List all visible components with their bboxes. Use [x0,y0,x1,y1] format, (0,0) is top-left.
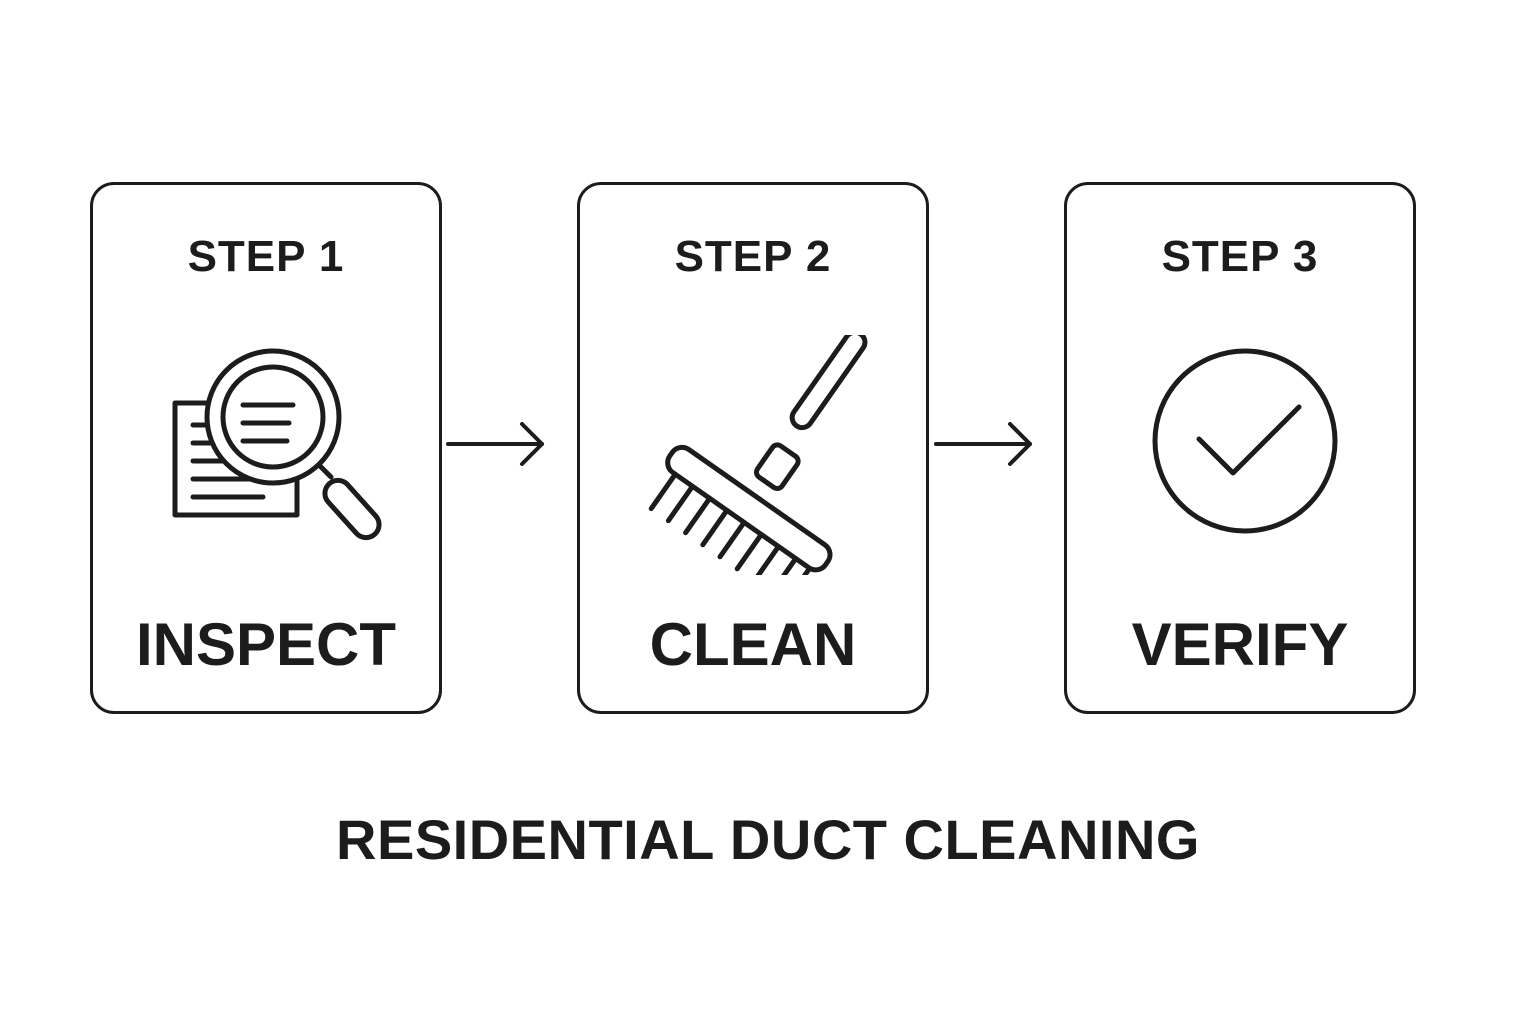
checkmark-circle-icon [1152,348,1338,534]
step-number-label: STEP 2 [674,232,832,281]
brush-icon [648,335,868,575]
step-name-label: INSPECT [135,611,397,678]
magnifier-document-icon [172,348,382,541]
step-card-inspect: STEP 1 INSPECT [90,182,442,714]
diagram-caption: RESIDENTIAL DUCT CLEANING [336,808,1200,871]
step-number-label: STEP 3 [1161,232,1319,281]
step-name-label: VERIFY [1131,611,1349,678]
arrow-right-icon [446,422,544,466]
arrow-right-icon [934,422,1032,466]
step-number-label: STEP 1 [187,232,345,281]
step-card-verify: STEP 3 VERIFY [1064,182,1416,714]
step-card-clean: STEP 2 CLEA [577,182,929,714]
step-name-label: CLEAN [649,611,857,678]
